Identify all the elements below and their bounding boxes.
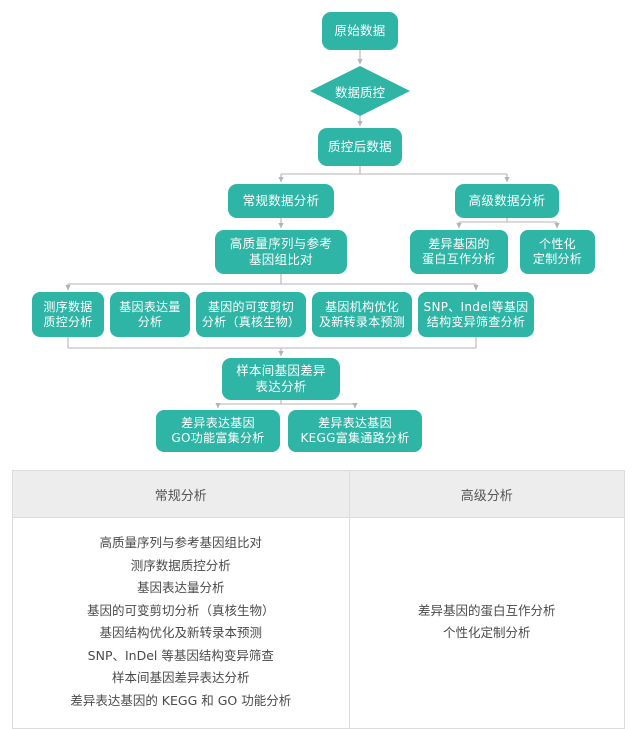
- list-item: 差异基因的蛋白互作分析: [418, 602, 556, 618]
- table-header-row: 常规分析 高级分析: [13, 471, 624, 518]
- node-gene-expression: 基因表达量 分析: [110, 292, 190, 337]
- table-header-advanced: 高级分析: [349, 471, 624, 518]
- node-custom-analysis: 个性化 定制分析: [520, 230, 595, 274]
- table-row: 高质量序列与参考基因组比对 测序数据质控分析 基因表达量分析 基因的可变剪切分析…: [13, 517, 624, 729]
- node-clean-data: 质控后数据: [318, 128, 402, 166]
- node-alternative-splicing: 基因的可变剪切 分析（真核生物）: [196, 292, 306, 337]
- node-advanced-analysis: 高级数据分析: [455, 184, 559, 218]
- node-routine-analysis: 常规数据分析: [228, 184, 334, 218]
- list-item: 高质量序列与参考基因组比对: [99, 535, 263, 550]
- node-go-enrichment: 差异表达基因 GO功能富集分析: [156, 410, 280, 452]
- list-item: 差异表达基因的 KEGG 和 GO 功能分析: [70, 692, 292, 708]
- list-item: 基因表达量分析: [137, 580, 225, 595]
- node-raw-data: 原始数据: [322, 12, 398, 50]
- table-header-routine: 常规分析: [13, 471, 350, 518]
- list-item: 基因的可变剪切分析（真核生物）: [87, 602, 275, 618]
- node-snp-indel: SNP、Indel等基因 结构变异筛查分析: [418, 292, 534, 337]
- table-cell-advanced-list: 差异基因的蛋白互作分析 个性化定制分析: [349, 518, 624, 729]
- node-sequencing-qc: 测序数据 质控分析: [32, 292, 104, 337]
- node-protein-interaction: 差异基因的 蛋白互作分析: [410, 230, 508, 274]
- list-item: 基因结构优化及新转录本预测: [99, 625, 263, 640]
- node-kegg-enrichment: 差异表达基因 KEGG富集通路分析: [288, 410, 422, 452]
- list-item: 样本间基因差异表达分析: [112, 670, 250, 685]
- analysis-table: 常规分析 高级分析 高质量序列与参考基因组比对 测序数据质控分析 基因表达量分析…: [13, 471, 624, 728]
- table-cell-routine-list: 高质量序列与参考基因组比对 测序数据质控分析 基因表达量分析 基因的可变剪切分析…: [13, 517, 350, 728]
- list-item: 个性化定制分析: [443, 625, 531, 640]
- node-structure-optimization: 基因机构优化 及新转录本预测: [312, 292, 412, 337]
- list-item: SNP、InDel 等基因结构变异筛查: [87, 647, 274, 663]
- flowchart: 原始数据 数据质控 质控后数据 常规数据分析 高级数据分析 高质量序列与参考 基…: [32, 12, 595, 452]
- list-item: 测序数据质控分析: [130, 557, 231, 573]
- node-genome-alignment: 高质量序列与参考 基因组比对: [215, 230, 347, 274]
- analysis-table-wrapper: 常规分析 高级分析 高质量序列与参考基因组比对 测序数据质控分析 基因表达量分析…: [12, 470, 625, 729]
- node-data-qc: 数据质控: [310, 66, 410, 116]
- node-differential-expression: 样本间基因差异 表达分析: [222, 358, 340, 400]
